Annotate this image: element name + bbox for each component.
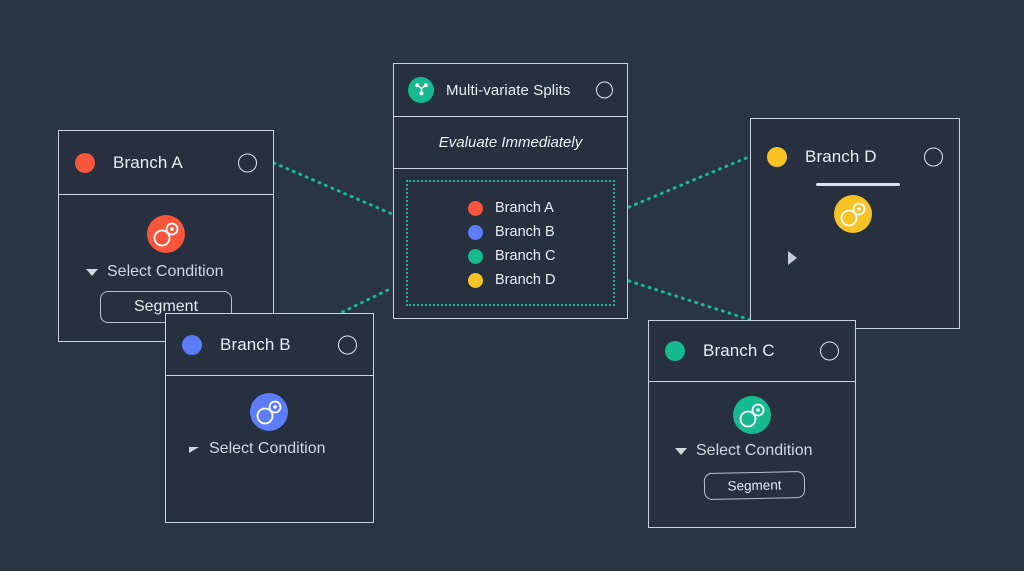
branch-a-color-dot (75, 152, 95, 173)
card-branch-b[interactable]: Branch B Select Condition (165, 313, 374, 523)
branch-c-condition-label: Select Condition (696, 442, 813, 459)
branch-b-color-dot (182, 334, 202, 355)
branch-c-segment-button[interactable]: Segment (703, 470, 806, 501)
split-panel-status-ring[interactable] (596, 81, 613, 99)
branch-list-label-a: Branch A (495, 200, 554, 216)
list-item[interactable]: Branch A (468, 196, 613, 220)
branch-a-segment-label: Segment (133, 298, 199, 315)
branch-d-color-dot (767, 147, 787, 167)
branch-list-dot-b (468, 224, 483, 240)
branch-b-condition-icon[interactable] (250, 393, 288, 431)
branch-c-status-ring[interactable] (820, 341, 839, 361)
branch-list-label-d: Branch D (495, 272, 556, 288)
branch-a-header: Branch A (59, 131, 273, 195)
branch-d-status-ring[interactable] (924, 147, 943, 167)
branch-list-dot-a (468, 200, 483, 216)
branch-b-body: Select Condition (166, 376, 373, 522)
branch-d-header: Branch D (751, 119, 959, 265)
branch-list-label-b: Branch B (495, 224, 555, 240)
branch-list-label-c: Branch C (495, 248, 556, 264)
branch-c-color-dot (665, 341, 685, 361)
branch-a-body: Select Condition Segment (59, 195, 273, 341)
chevron-down-icon (86, 268, 98, 276)
connector-branch-d (627, 154, 753, 209)
branch-b-select-condition[interactable]: Select Condition (188, 440, 326, 458)
branch-b-title: Branch B (220, 334, 291, 354)
chevron-left-icon (188, 446, 200, 453)
branch-d-divider (816, 183, 900, 186)
connector-branch-a (272, 161, 394, 216)
branch-d-condition-icon[interactable] (834, 195, 872, 233)
branch-b-header: Branch B (166, 314, 373, 376)
multivariate-split-icon (408, 77, 434, 103)
branch-c-condition-icon[interactable] (733, 396, 771, 434)
branch-list[interactable]: Branch A Branch B Branch C Branch D (406, 180, 615, 306)
branch-d-title: Branch D (805, 147, 877, 166)
card-branch-d[interactable]: Branch D (750, 118, 960, 329)
card-branch-c[interactable]: Branch C Select Condition Segment (648, 320, 856, 528)
split-panel-header: Multi-variate Splits (394, 64, 627, 117)
multivariate-splits-panel[interactable]: Multi-variate Splits Evaluate Immediatel… (393, 63, 628, 319)
branch-list-dot-c (468, 248, 483, 264)
card-branch-a[interactable]: Branch A Select Condition Segment (58, 130, 274, 342)
list-item[interactable]: Branch D (468, 268, 613, 292)
chevron-down-icon (675, 447, 687, 455)
branch-a-condition-icon[interactable] (147, 215, 185, 253)
branch-c-body: Select Condition Segment (649, 382, 855, 527)
branch-c-segment-label: Segment (727, 477, 782, 494)
play-triangle-icon[interactable] (788, 251, 798, 265)
branch-b-condition-label: Select Condition (209, 440, 326, 457)
connector-branch-c (627, 279, 762, 325)
branch-a-title: Branch A (113, 152, 183, 172)
evaluate-immediately-row[interactable]: Evaluate Immediately (394, 117, 627, 169)
branch-a-status-ring[interactable] (238, 153, 257, 172)
branch-c-header: Branch C (649, 321, 855, 382)
branch-list-dot-d (468, 272, 483, 288)
branch-a-condition-label: Select Condition (107, 263, 224, 280)
list-item[interactable]: Branch B (468, 220, 613, 244)
branch-c-title: Branch C (703, 341, 775, 360)
branch-b-status-ring[interactable] (338, 335, 357, 354)
split-panel-title: Multi-variate Splits (446, 81, 571, 99)
branch-a-select-condition[interactable]: Select Condition (86, 263, 224, 281)
branch-list-wrap: Branch A Branch B Branch C Branch D (394, 169, 627, 317)
branch-c-select-condition[interactable]: Select Condition (675, 442, 813, 460)
evaluate-immediately-label: Evaluate Immediately (438, 134, 583, 151)
list-item[interactable]: Branch C (468, 244, 613, 268)
